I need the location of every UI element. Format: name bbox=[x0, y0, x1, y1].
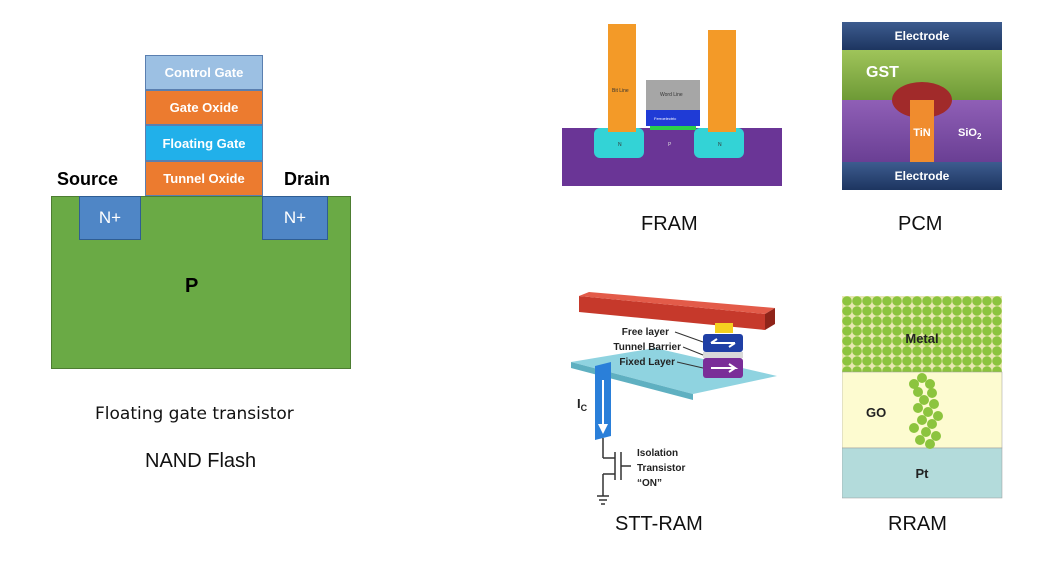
tunnel-oxide: Tunnel Oxide bbox=[145, 161, 263, 196]
control-gate: Control Gate bbox=[145, 55, 263, 90]
stt-bit-line bbox=[579, 296, 765, 330]
drain-label: Drain bbox=[284, 169, 331, 189]
rram-pt-label: Pt bbox=[916, 466, 930, 481]
gate-oxide: Gate Oxide bbox=[145, 90, 263, 125]
pcm-caption: PCM bbox=[898, 213, 943, 235]
n-plus-right-label: N+ bbox=[283, 208, 307, 227]
stt-ic-label: IC bbox=[577, 396, 588, 413]
stt-iso3: “ON” bbox=[637, 478, 662, 489]
source-label: Source bbox=[57, 169, 119, 189]
fram-word-line-text: Word Line bbox=[660, 92, 683, 98]
n-plus-right: N+ bbox=[262, 196, 328, 240]
nand-subtitle: Floating gate transistor bbox=[95, 404, 294, 424]
stt-iso2: Transistor bbox=[637, 463, 685, 474]
fram-bit-line-right bbox=[708, 30, 736, 132]
fram-n-right bbox=[694, 128, 744, 158]
stt-free-label: Free layer bbox=[622, 327, 669, 338]
fram-bit-line-left bbox=[608, 24, 636, 132]
fram-p-text: P bbox=[668, 142, 672, 148]
rram-go-label: GO bbox=[866, 405, 886, 420]
fram-n1-text: N bbox=[618, 142, 622, 148]
floating-gate-label: Floating Gate bbox=[162, 135, 246, 151]
stt-caption: STT-RAM bbox=[615, 513, 703, 535]
pcm-top-label: Electrode bbox=[895, 29, 950, 43]
stt-iso1: Isolation bbox=[637, 448, 678, 459]
pcm-tin-heater bbox=[910, 100, 934, 162]
fram-graphic: Bit Line Word Line Ferroelectric N P N bbox=[562, 24, 782, 186]
pcm-top-electrode bbox=[842, 22, 1002, 50]
pcm-gst-label: GST bbox=[866, 64, 899, 81]
fram-ferroelectric bbox=[646, 110, 700, 126]
rram-caption: RRAM bbox=[888, 513, 947, 535]
fram-word-line bbox=[646, 80, 700, 110]
rram-graphic: Metal GO Pt bbox=[842, 296, 1003, 499]
pcm-bottom-electrode bbox=[842, 162, 1002, 190]
fram-n-left bbox=[594, 128, 644, 158]
stt-tunnel-label: Tunnel Barrier bbox=[613, 342, 681, 353]
nand-title: NAND Flash bbox=[145, 450, 257, 472]
floating-gate: Floating Gate bbox=[145, 125, 263, 161]
substrate-label: P bbox=[185, 275, 199, 297]
stt-fixed-label: Fixed Layer bbox=[619, 357, 675, 368]
pcm-tin-label: TiN bbox=[913, 127, 931, 139]
rram-pt-layer bbox=[842, 447, 1003, 499]
n-plus-left: N+ bbox=[79, 196, 141, 240]
pcm-graphic: Electrode GST TiN SiO2 Electrode bbox=[842, 22, 1002, 190]
pcm-bottom-label: Electrode bbox=[895, 169, 950, 183]
stt-graphic: Free layer Tunnel Barrier Fixed Layer IC… bbox=[571, 292, 777, 505]
n-plus-left-label: N+ bbox=[98, 208, 122, 227]
fram-green-strip bbox=[650, 126, 696, 130]
rram-metal-label: Metal bbox=[905, 331, 938, 346]
pcm-sio2-label: SiO2 bbox=[958, 127, 982, 141]
rram-metal-layer bbox=[842, 296, 1002, 372]
tunnel-oxide-label: Tunnel Oxide bbox=[163, 171, 245, 186]
stt-tunnel-barrier bbox=[703, 352, 743, 358]
fram-n2-text: N bbox=[718, 142, 722, 148]
fram-caption: FRAM bbox=[641, 213, 698, 235]
gate-oxide-label: Gate Oxide bbox=[169, 100, 239, 115]
fram-ferro-text: Ferroelectric bbox=[654, 116, 676, 121]
stt-plate bbox=[571, 348, 777, 394]
control-gate-label: Control Gate bbox=[164, 65, 244, 80]
rram-filament bbox=[909, 373, 943, 449]
fram-bit-line-text: Bit Line bbox=[612, 88, 629, 94]
